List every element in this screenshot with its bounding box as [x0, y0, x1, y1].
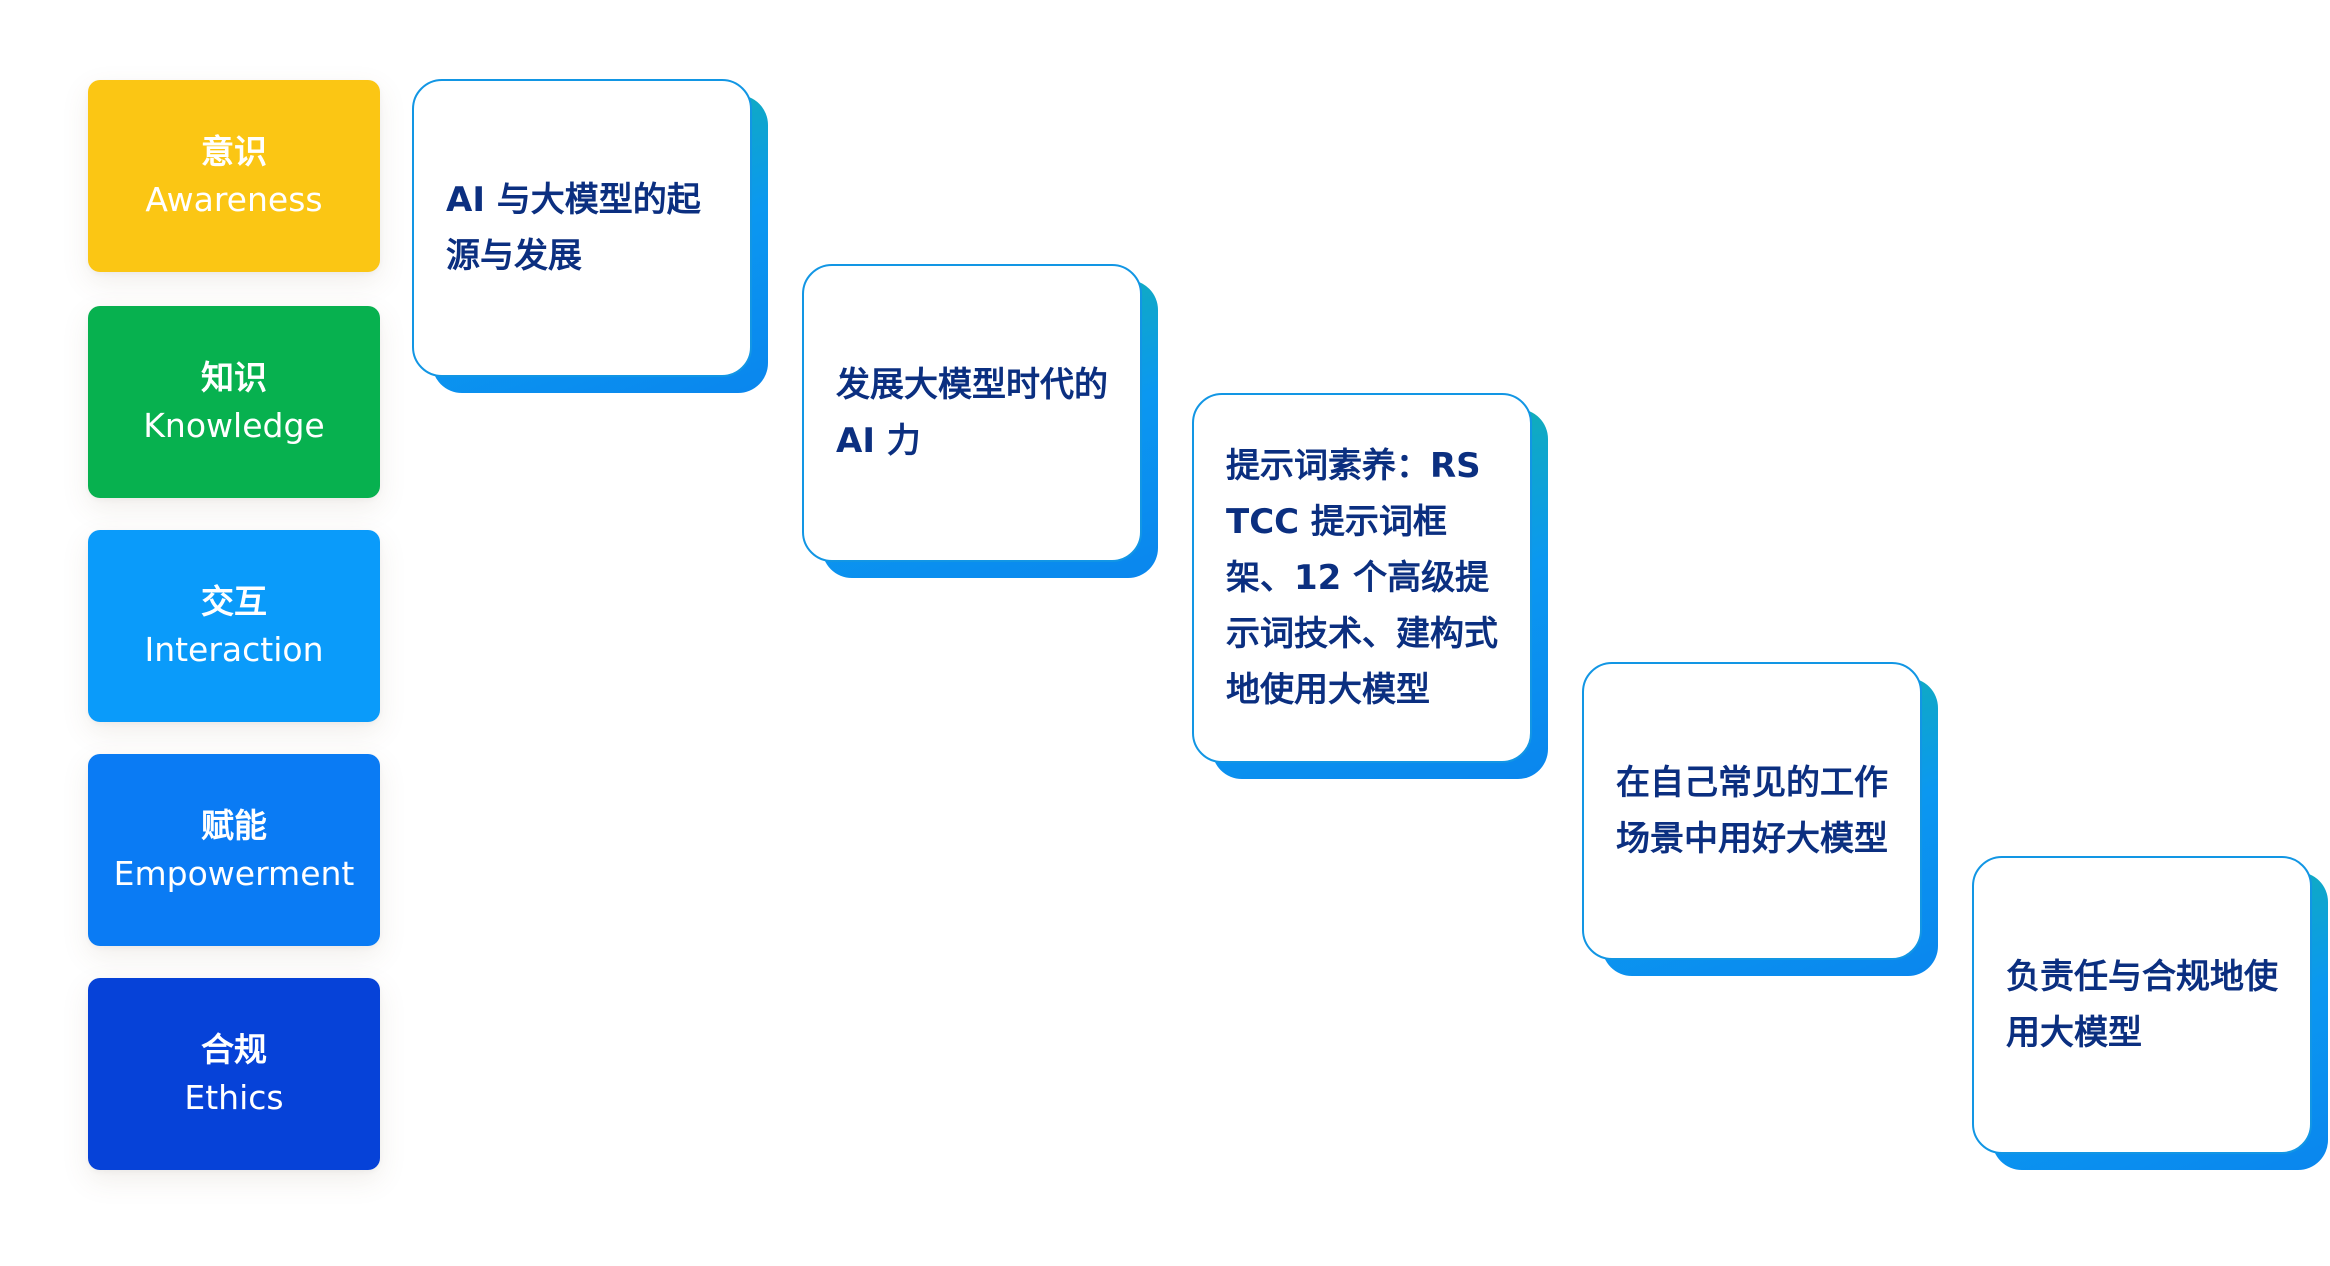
stage-label-zh: 意识: [201, 132, 267, 171]
step-card-text: 发展大模型时代的 AI 力: [836, 365, 1108, 461]
stage-label-zh: 合规: [201, 1030, 267, 1069]
step-card-ai-power: 发展大模型时代的 AI 力: [802, 264, 1158, 578]
stage-label-zh: 知识: [201, 358, 267, 397]
stage-label-zh: 交互: [201, 582, 267, 621]
step-card-text: AI 与大模型的起源与发展: [446, 180, 701, 276]
stage-label-empowerment: 赋能 Empowerment: [88, 754, 380, 946]
card-face: 在自己常见的工作场景中用好大模型: [1582, 662, 1922, 960]
card-face: 发展大模型时代的 AI 力: [802, 264, 1142, 562]
card-face: AI 与大模型的起源与发展: [412, 79, 752, 377]
step-card-prompt-literacy: 提示词素养：RSTCC 提示词框架、12 个高级提示词技术、建构式地使用大模型: [1192, 393, 1548, 779]
stage-label-zh: 赋能: [201, 806, 267, 845]
stage-label-en: Awareness: [145, 180, 323, 219]
stage-label-en: Ethics: [184, 1078, 284, 1117]
stage-label-interaction: 交互 Interaction: [88, 530, 380, 722]
step-card-workplace: 在自己常见的工作场景中用好大模型: [1582, 662, 1938, 976]
stage-label-en: Knowledge: [143, 406, 325, 445]
stage-label-en: Empowerment: [113, 854, 355, 893]
stage-label-awareness: 意识 Awareness: [88, 80, 380, 272]
step-card-text: 负责任与合规地使用大模型: [2006, 957, 2278, 1053]
stage-label-knowledge: 知识 Knowledge: [88, 306, 380, 498]
stage-label-ethics: 合规 Ethics: [88, 978, 380, 1170]
card-face: 提示词素养：RSTCC 提示词框架、12 个高级提示词技术、建构式地使用大模型: [1192, 393, 1532, 763]
step-card-text: 提示词素养：RSTCC 提示词框架、12 个高级提示词技术、建构式地使用大模型: [1226, 446, 1498, 710]
step-card-responsible-use: 负责任与合规地使用大模型: [1972, 856, 2328, 1170]
stage-label-en: Interaction: [144, 630, 324, 669]
step-card-origin: AI 与大模型的起源与发展: [412, 79, 768, 393]
card-face: 负责任与合规地使用大模型: [1972, 856, 2312, 1154]
step-card-text: 在自己常见的工作场景中用好大模型: [1616, 763, 1888, 859]
